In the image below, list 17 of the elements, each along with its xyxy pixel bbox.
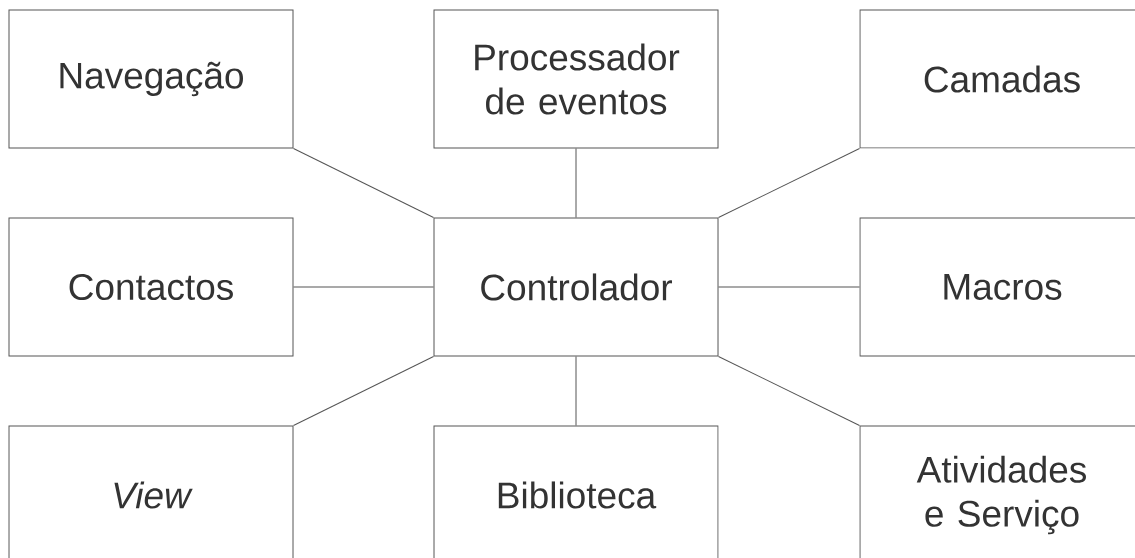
connector-line [718, 148, 860, 218]
text-box: View [8, 425, 294, 558]
connector-line [293, 286, 434, 288]
text-box: Camadas [859, 9, 1135, 149]
text-box: Macros [859, 217, 1135, 357]
connector-line [575, 148, 577, 218]
text-box: Processador de eventos [433, 9, 719, 149]
connector-line [718, 356, 860, 426]
text-box: Biblioteca [433, 425, 719, 558]
text-box: Contactos [8, 217, 294, 357]
connector-line [718, 286, 860, 288]
connector-line [293, 356, 434, 426]
text-box: Atividades e Serviço [859, 425, 1135, 558]
text-box: Controlador [433, 217, 719, 357]
connector-line [293, 148, 434, 218]
connector-line [575, 356, 577, 426]
text-box: Navegação [8, 9, 294, 149]
